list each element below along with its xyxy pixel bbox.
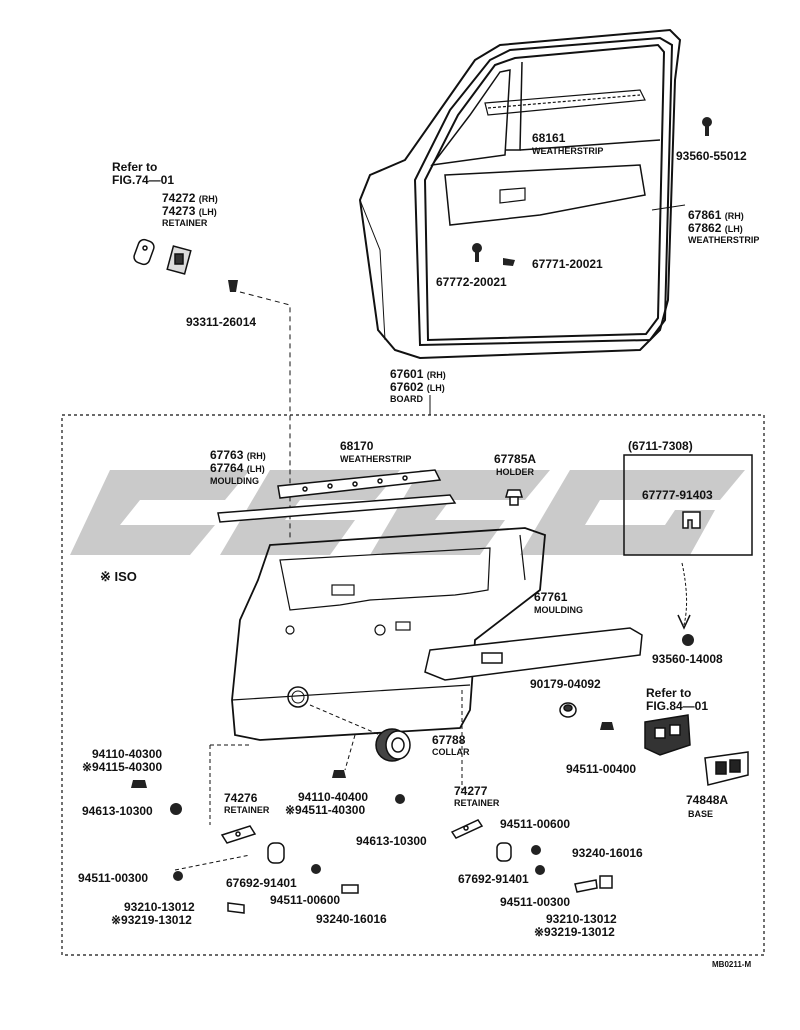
- label-74272: 74272 (RH): [162, 191, 218, 205]
- label-94613-left: 94613-10300: [82, 804, 153, 818]
- nut-94511-00400-icon: [600, 722, 614, 730]
- label-67602: 67602 (LH): [390, 380, 445, 394]
- label-93219-r: ※93219-13012: [534, 925, 615, 939]
- label-67777: 67777-91403: [642, 488, 713, 502]
- watermark-logo: [70, 470, 745, 555]
- label-94511-00300-l: 94511-00300: [78, 871, 149, 885]
- label-67692-l: 67692-91401: [226, 876, 297, 890]
- door-trim-board: [231, 527, 546, 741]
- label-moulding-lower: MOULDING: [534, 605, 583, 615]
- label-94613-mid: 94613-10300: [356, 834, 427, 848]
- label-67771: 67771-20021: [532, 257, 603, 271]
- label-74277: 74277: [454, 784, 488, 798]
- door-frame: [358, 28, 682, 360]
- label-93240-r: 93240-16016: [572, 846, 643, 860]
- retainer-74272-icon: [133, 238, 155, 266]
- label-94110-40400: 94110-40400: [298, 790, 369, 804]
- screw-93311-icon: [228, 280, 238, 292]
- label-board: BOARD: [390, 394, 423, 404]
- label-67763: 67763 (RH): [210, 448, 266, 462]
- board-outline: [61, 414, 765, 956]
- label-94511-00400: 94511-00400: [566, 762, 637, 776]
- label-moulding-upper: MOULDING: [210, 476, 259, 486]
- retainer-74273-icon: [166, 245, 192, 275]
- label-holder: HOLDER: [496, 467, 534, 477]
- screw-93240-l-icon: [341, 884, 359, 894]
- label-date-range: (6711-7308): [628, 439, 693, 453]
- label-74276: 74276: [224, 791, 258, 805]
- clip-93560-14008-icon: [682, 634, 694, 646]
- label-68161: 68161: [532, 131, 566, 145]
- collar-90179-icon: [559, 702, 577, 718]
- clip-67777-icon: [682, 511, 701, 529]
- label-94511-00600-r: 94511-00600: [500, 817, 571, 831]
- holder-67785a-icon: [505, 489, 523, 506]
- label-68161-name: WEATHERSTRIP: [532, 146, 604, 156]
- label-74273: 74273 (LH): [162, 204, 217, 218]
- label-94115-40300: ※94115-40300: [82, 760, 163, 774]
- label-93560-55012: 93560-55012: [676, 149, 747, 163]
- label-retainer-right: RETAINER: [454, 798, 500, 808]
- label-base: BASE: [688, 809, 714, 819]
- clip-67772-icon: [472, 243, 482, 262]
- label-67764: 67764 (LH): [210, 461, 265, 475]
- label-94511-00300-r: 94511-00300: [500, 895, 571, 909]
- moulding-67763: [217, 494, 457, 523]
- label-67772: 67772-20021: [436, 275, 507, 289]
- collar-67692-l-icon: [267, 842, 285, 864]
- label-93311: 93311-26014: [186, 315, 257, 329]
- nut-94110-left-icon: [131, 780, 147, 788]
- collar-67692-r-icon: [496, 842, 512, 862]
- upper-weatherstrip-68161: [484, 89, 646, 116]
- clip-93560-55012-icon: [702, 117, 712, 136]
- nut-94511-00600-l-icon: [311, 864, 321, 874]
- clip-94511-00600-r-icon: [531, 845, 541, 855]
- screw-93240-r-icon: [599, 875, 613, 889]
- inset-box: [623, 454, 753, 556]
- label-93560-14008: 93560-14008: [652, 652, 723, 666]
- label-iso: ※ ISO: [100, 569, 137, 584]
- label-68170-name: WEATHERSTRIP: [340, 454, 412, 464]
- nut-94511-00300-l-icon: [173, 871, 183, 881]
- retainer-74277-icon: [450, 819, 484, 839]
- screw-93210-r-icon: [574, 879, 598, 893]
- base-74848a-icon: [704, 751, 749, 786]
- nut-94613-left-icon: [170, 803, 182, 815]
- label-74848a: 74848A: [686, 793, 729, 807]
- label-6786x-name: WEATHERSTRIP: [688, 235, 760, 245]
- screw-93210-l-icon: [227, 902, 245, 914]
- label-67601: 67601 (RH): [390, 367, 446, 381]
- label-93210-l: 93210-13012: [124, 900, 195, 914]
- label-67788: 67788: [432, 733, 466, 747]
- label-94511-00600-l: 94511-00600: [270, 893, 341, 907]
- label-90179: 90179-04092: [530, 677, 601, 691]
- label-93240-l: 93240-16016: [316, 912, 387, 926]
- nut-94511-00300-r-icon: [535, 865, 545, 875]
- retainer-74276-icon: [220, 825, 257, 844]
- label-93210-r: 93210-13012: [546, 912, 617, 926]
- weatherstrip-68170: [277, 469, 442, 499]
- label-retainer-left: RETAINER: [224, 805, 270, 815]
- label-68170: 68170: [340, 439, 374, 453]
- collar-67788-icon: [375, 728, 411, 762]
- label-67785a: 67785A: [494, 452, 537, 466]
- label-93219-l: ※93219-13012: [111, 913, 192, 927]
- nut-94613-mid-icon: [395, 794, 405, 804]
- label-67862: 67862 (LH): [688, 221, 743, 235]
- nut-94110-mid-icon: [332, 770, 346, 778]
- label-67692-r: 67692-91401: [458, 872, 529, 886]
- label-94110-40300: 94110-40300: [92, 747, 163, 761]
- screw-67771-icon: [503, 258, 515, 266]
- label-retainer-top: RETAINER: [162, 218, 208, 228]
- diagram-code: MB0211-M: [712, 960, 752, 969]
- label-collar: COLLAR: [432, 747, 470, 757]
- label-67761: 67761: [534, 590, 568, 604]
- label-94511-40300: ※94511-40300: [285, 803, 366, 817]
- label-67861: 67861 (RH): [688, 208, 744, 222]
- switch-fig84-icon: [644, 714, 691, 756]
- moulding-67761: [424, 627, 643, 681]
